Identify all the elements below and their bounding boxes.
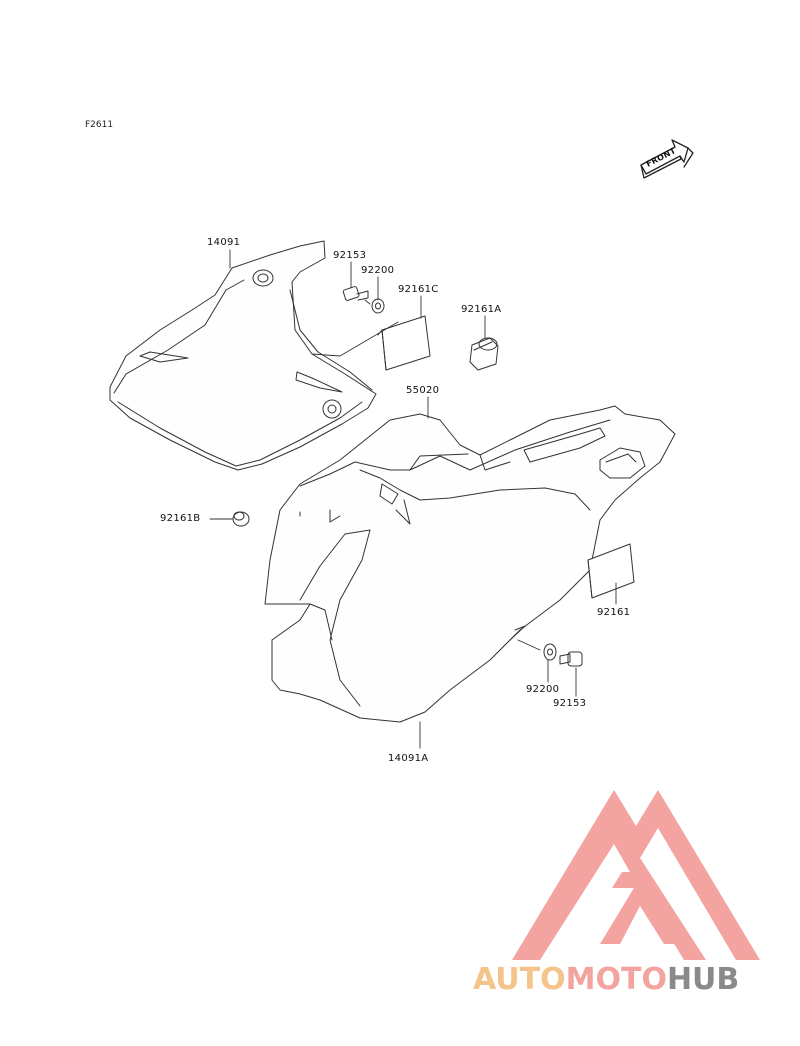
bolt-92153-bottom	[559, 651, 583, 667]
grommet-92161A	[469, 337, 499, 371]
label-92200-bottom: 92200	[526, 684, 560, 695]
label-92161C: 92161C	[398, 284, 439, 295]
pad-92161C	[377, 315, 431, 371]
label-92200-top: 92200	[361, 265, 395, 276]
brand-part-moto: MOTO	[565, 962, 667, 997]
side-cover-left-14091	[109, 240, 377, 471]
pad-92161	[587, 543, 635, 599]
side-cover-right-14091A	[264, 405, 676, 723]
label-55020: 55020	[406, 385, 440, 396]
label-14091A: 14091A	[388, 753, 429, 764]
brand-wordmark: AUTOMOTOHUB	[473, 962, 739, 997]
label-92161: 92161	[597, 607, 631, 618]
leader-lines	[209, 249, 617, 749]
label-92153-bottom: 92153	[553, 698, 587, 709]
washer-92200-bottom	[543, 643, 557, 661]
label-92161B: 92161B	[160, 513, 201, 524]
brand-part-hub: HUB	[666, 962, 740, 997]
front-arrow-icon	[640, 139, 694, 179]
label-92161A: 92161A	[461, 304, 502, 315]
grommet-92161B	[232, 511, 250, 527]
brand-logo-icon	[512, 790, 760, 960]
label-92153-top: 92153	[333, 250, 367, 261]
washer-92200-top	[371, 298, 385, 314]
figure-code: F2611	[85, 120, 114, 130]
brand-part-auto: AUTO	[473, 962, 566, 997]
bolt-92153-top	[342, 286, 369, 301]
label-14091: 14091	[207, 237, 241, 248]
